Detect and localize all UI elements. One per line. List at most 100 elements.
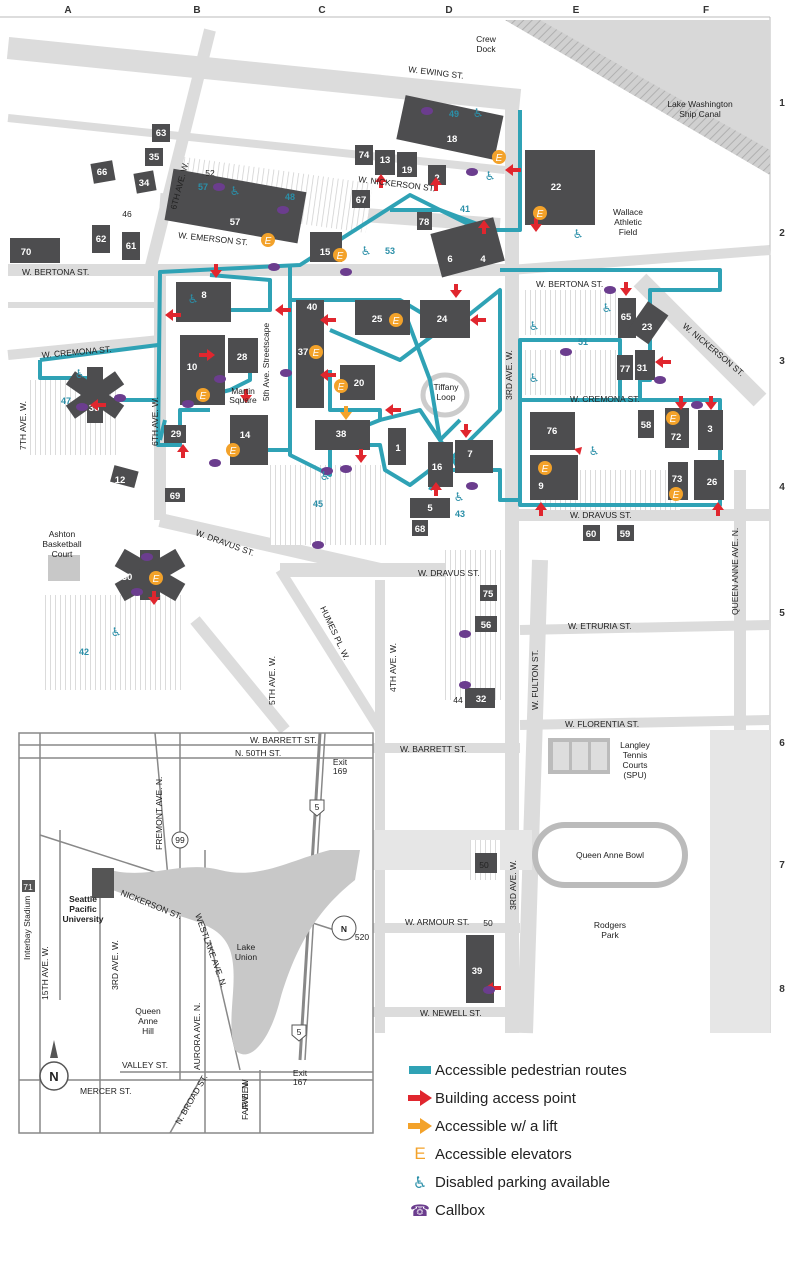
building-61: 61 <box>126 241 137 252</box>
svg-text:E: E <box>265 236 272 247</box>
street-bertona-west: W. BERTONA ST. <box>22 267 89 277</box>
svg-text:♿: ♿ <box>529 371 540 385</box>
callboxes <box>76 107 703 994</box>
queen-anne-bowl-label: Queen Anne Bowl <box>576 850 644 860</box>
building-76: 76 <box>547 426 558 437</box>
lot-43: 43 <box>455 509 465 519</box>
building-22: 22 <box>551 182 562 193</box>
building-38: 38 <box>336 429 347 440</box>
building-58: 58 <box>641 420 652 431</box>
inset-qa-line3: Hill <box>142 1026 154 1036</box>
building-59: 59 <box>620 529 631 540</box>
street-dravus-east: W. DRAVUS ST. <box>570 510 632 520</box>
legend-elevators: E Accessible elevators <box>405 1140 785 1168</box>
building-40: 40 <box>307 302 318 313</box>
building-18: 18 <box>447 134 458 145</box>
building-36: 36 <box>89 403 100 414</box>
legend-disabled: ♿ Disabled parking available <box>405 1168 785 1196</box>
legend-lift: Accessible w/ a lift <box>405 1112 785 1140</box>
building-25: 25 <box>372 314 383 325</box>
building-73: 73 <box>672 474 683 485</box>
svg-text:♿: ♿ <box>485 169 496 183</box>
langley-line1: Langley <box>620 740 651 750</box>
building-50: 50 <box>479 860 489 870</box>
svg-text:♿: ♿ <box>230 184 241 198</box>
street-barrett: W. BARRETT ST. <box>400 744 466 754</box>
rodgers-line2: Park <box>601 930 619 940</box>
svg-text:E: E <box>338 382 345 393</box>
building-56: 56 <box>481 620 492 631</box>
street-cremona-east: W. CREMONA ST. <box>570 394 640 404</box>
building-8: 8 <box>201 290 206 301</box>
street-5th-streetscape: 5th Ave. Streetscape <box>261 323 271 402</box>
building-70: 70 <box>21 247 32 258</box>
lot-57: 57 <box>198 182 208 192</box>
svg-text:E: E <box>542 464 549 475</box>
building-67: 67 <box>356 195 367 206</box>
building-62: 62 <box>96 234 107 245</box>
building-7: 7 <box>467 449 472 460</box>
crew-dock-line1: Crew <box>476 34 497 44</box>
legend-access: Building access point <box>405 1084 785 1112</box>
martin-line1: Martin <box>231 386 255 396</box>
street-5th: 5TH AVE. W. <box>267 656 277 705</box>
inset-compass-n: N <box>49 1069 58 1084</box>
lot-51: 51 <box>578 337 588 347</box>
street-ewing: W. EWING ST. <box>408 64 465 81</box>
building-66: 66 <box>97 167 108 178</box>
building-3: 3 <box>707 424 712 435</box>
street-bertona-east: W. BERTONA ST. <box>536 279 603 289</box>
legend-callbox-label: Callbox <box>435 1201 486 1219</box>
street-armour: W. ARMOUR ST. <box>405 917 469 927</box>
lot-53: 53 <box>385 246 395 256</box>
legend-callbox: ☎ Callbox <box>405 1196 785 1224</box>
street-nickerson-east: W. NICKERSON ST. <box>681 321 747 378</box>
ashton-line1: Ashton <box>49 529 76 539</box>
building-29: 29 <box>171 429 182 440</box>
building-20: 20 <box>354 378 365 389</box>
grid-row-6: 6 <box>779 738 785 749</box>
inset-spu-line3: University <box>62 914 103 924</box>
street-florentia: W. FLORENTIA ST. <box>565 719 639 729</box>
inset-fremont: FREMONT AVE. N. <box>154 777 164 850</box>
building-23: 23 <box>642 322 653 333</box>
lot-42: 42 <box>79 647 89 657</box>
grid-row-1: 1 <box>779 98 785 109</box>
svg-text:♿: ♿ <box>473 106 484 120</box>
svg-text:E: E <box>313 348 320 359</box>
inset-spu-line2: Pacific <box>69 904 97 914</box>
lot-41: 41 <box>460 204 470 214</box>
inset-mercer: MERCER ST. <box>80 1086 131 1096</box>
tiffany-line1: Tiffany <box>433 382 459 392</box>
svg-text:E: E <box>393 316 400 327</box>
lift-arrow-icon <box>408 1118 432 1134</box>
inset-barrett: W. BARRETT ST. <box>250 735 316 745</box>
street-7th: 7TH AVE. W. <box>18 401 28 450</box>
svg-text:♿: ♿ <box>573 227 584 241</box>
building-57: 57 <box>230 217 241 228</box>
lot-48: 48 <box>285 192 295 202</box>
svg-text:E: E <box>230 446 237 457</box>
street-3rd-north: 3RD AVE. W. <box>504 350 514 400</box>
ashton-court <box>48 555 80 581</box>
inset-exit169-line1: Exit <box>333 757 348 767</box>
building-10: 10 <box>187 362 198 373</box>
inset-building-71: 71 <box>23 882 33 892</box>
canal-line1: Lake Washington <box>667 99 733 109</box>
disabled-parking-markers: ♿ ♿ ♿ ♿ ♿ ♿ ♿ ♿ ♿ ♿ ♿ ♿ ♿ ♿ <box>75 106 613 639</box>
building-69: 69 <box>170 491 181 502</box>
inset-qa-line1: Queen <box>135 1006 161 1016</box>
inset-north-small: N <box>341 924 347 934</box>
inset-valley: VALLEY ST. <box>122 1060 168 1070</box>
lake-union <box>100 850 360 1055</box>
legend-elevators-label: Accessible elevators <box>435 1145 572 1163</box>
svg-text:♿: ♿ <box>529 319 540 333</box>
svg-text:E: E <box>200 391 207 402</box>
